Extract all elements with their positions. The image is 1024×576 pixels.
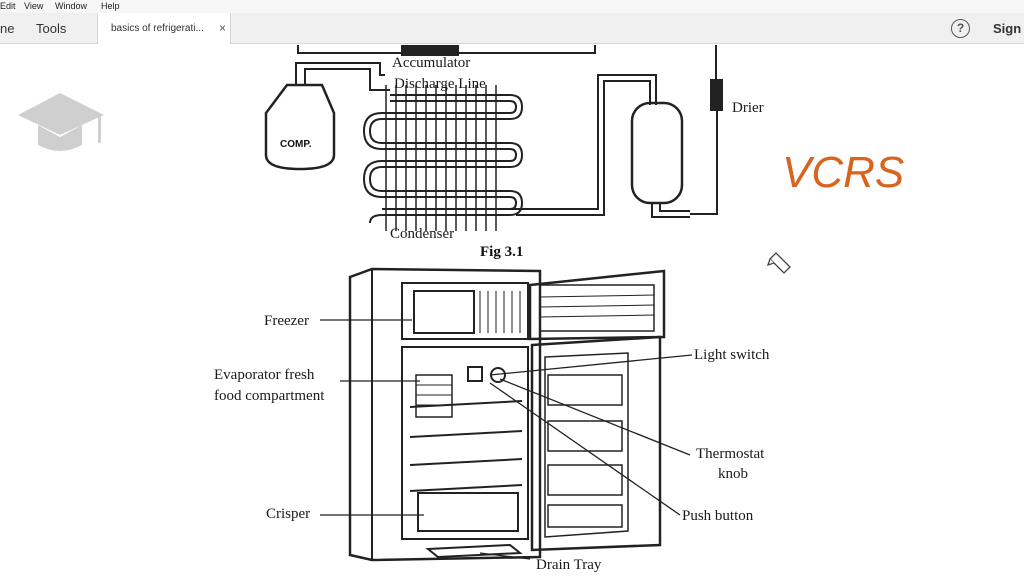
close-icon[interactable]: × bbox=[219, 21, 227, 35]
shelf-1 bbox=[409, 400, 523, 408]
menu-view[interactable]: View bbox=[24, 1, 44, 11]
shelf-4 bbox=[409, 484, 523, 492]
drain-tray-part bbox=[425, 543, 523, 559]
help-icon[interactable]: ? bbox=[951, 19, 970, 38]
light-switch-part bbox=[467, 366, 483, 382]
freezer-fins bbox=[479, 291, 521, 333]
freezer-compartment bbox=[401, 282, 529, 340]
document-figure: Accumulator Discharge Line Drier COMP. C… bbox=[18, 45, 904, 573]
door-shelf-3 bbox=[547, 464, 623, 496]
menu-edit[interactable]: Edit bbox=[0, 1, 16, 11]
outlet-pipe-2 bbox=[659, 203, 690, 212]
receiver-tank bbox=[630, 101, 684, 205]
tab-document[interactable]: basics of refrigerati... × bbox=[97, 13, 231, 44]
tab-tools[interactable]: Tools bbox=[36, 21, 67, 36]
shelf-2 bbox=[409, 430, 523, 438]
compressor-body bbox=[264, 83, 336, 171]
graduation-cap-icon bbox=[18, 93, 104, 151]
liquid-line-1 bbox=[510, 74, 657, 210]
sign-in-button[interactable]: Sign bbox=[993, 21, 1022, 36]
door-shelf-2 bbox=[547, 420, 623, 452]
pencil-cursor-icon bbox=[766, 252, 791, 274]
condenser-wires bbox=[385, 85, 497, 231]
label-condenser: Condenser bbox=[390, 226, 454, 242]
crisper-drawer bbox=[417, 492, 519, 532]
menu-window[interactable]: Window bbox=[55, 1, 88, 11]
door-pattern bbox=[539, 294, 655, 318]
label-thermostat-line1: Thermostat bbox=[696, 446, 765, 462]
menu-bar: Edit View Window Help bbox=[0, 0, 1024, 13]
evaporator-unit bbox=[415, 374, 453, 418]
figure-caption: Fig 3.1 bbox=[480, 244, 523, 260]
shelf-3 bbox=[409, 458, 523, 466]
label-drier: Drier bbox=[732, 100, 764, 116]
label-evaporator-line1: Evaporator fresh bbox=[214, 367, 315, 383]
label-thermostat-line2: knob bbox=[718, 466, 748, 482]
liquid-line-2 bbox=[516, 80, 651, 216]
label-accumulator: Accumulator bbox=[392, 55, 470, 71]
door-shelf-4 bbox=[547, 504, 623, 528]
label-evaporator-line2: food compartment bbox=[214, 388, 325, 404]
menu-help[interactable]: Help bbox=[101, 1, 120, 11]
discharge-line bbox=[304, 68, 390, 91]
tab-document-label: basics of refrigerati... bbox=[111, 23, 204, 34]
tab-bar: ne Tools basics of refrigerati... × ? Si… bbox=[0, 13, 1024, 44]
label-discharge-line: Discharge Line bbox=[394, 76, 486, 92]
door-shelf-1 bbox=[547, 374, 623, 406]
suction-line bbox=[295, 62, 385, 85]
label-crisper: Crisper bbox=[266, 506, 310, 522]
drier-part bbox=[710, 79, 723, 111]
document-page: Accumulator Discharge Line Drier COMP. C… bbox=[0, 45, 1024, 576]
fresh-food-compartment bbox=[401, 346, 529, 540]
handwritten-annotation: VCRS bbox=[782, 148, 904, 197]
label-light-switch: Light switch bbox=[694, 347, 770, 363]
condenser-coils bbox=[362, 94, 524, 224]
leader-lines bbox=[320, 319, 693, 560]
accumulator-part bbox=[401, 45, 459, 56]
outlet-pipe-1 bbox=[651, 203, 690, 218]
label-drain-tray: Drain Tray bbox=[536, 557, 602, 573]
fridge-door bbox=[530, 335, 662, 552]
freezer-door bbox=[528, 269, 666, 341]
tab-home[interactable]: ne bbox=[0, 21, 15, 36]
label-push-button: Push button bbox=[682, 508, 754, 524]
label-freezer: Freezer bbox=[264, 313, 309, 329]
label-comp: COMP. bbox=[280, 139, 312, 150]
